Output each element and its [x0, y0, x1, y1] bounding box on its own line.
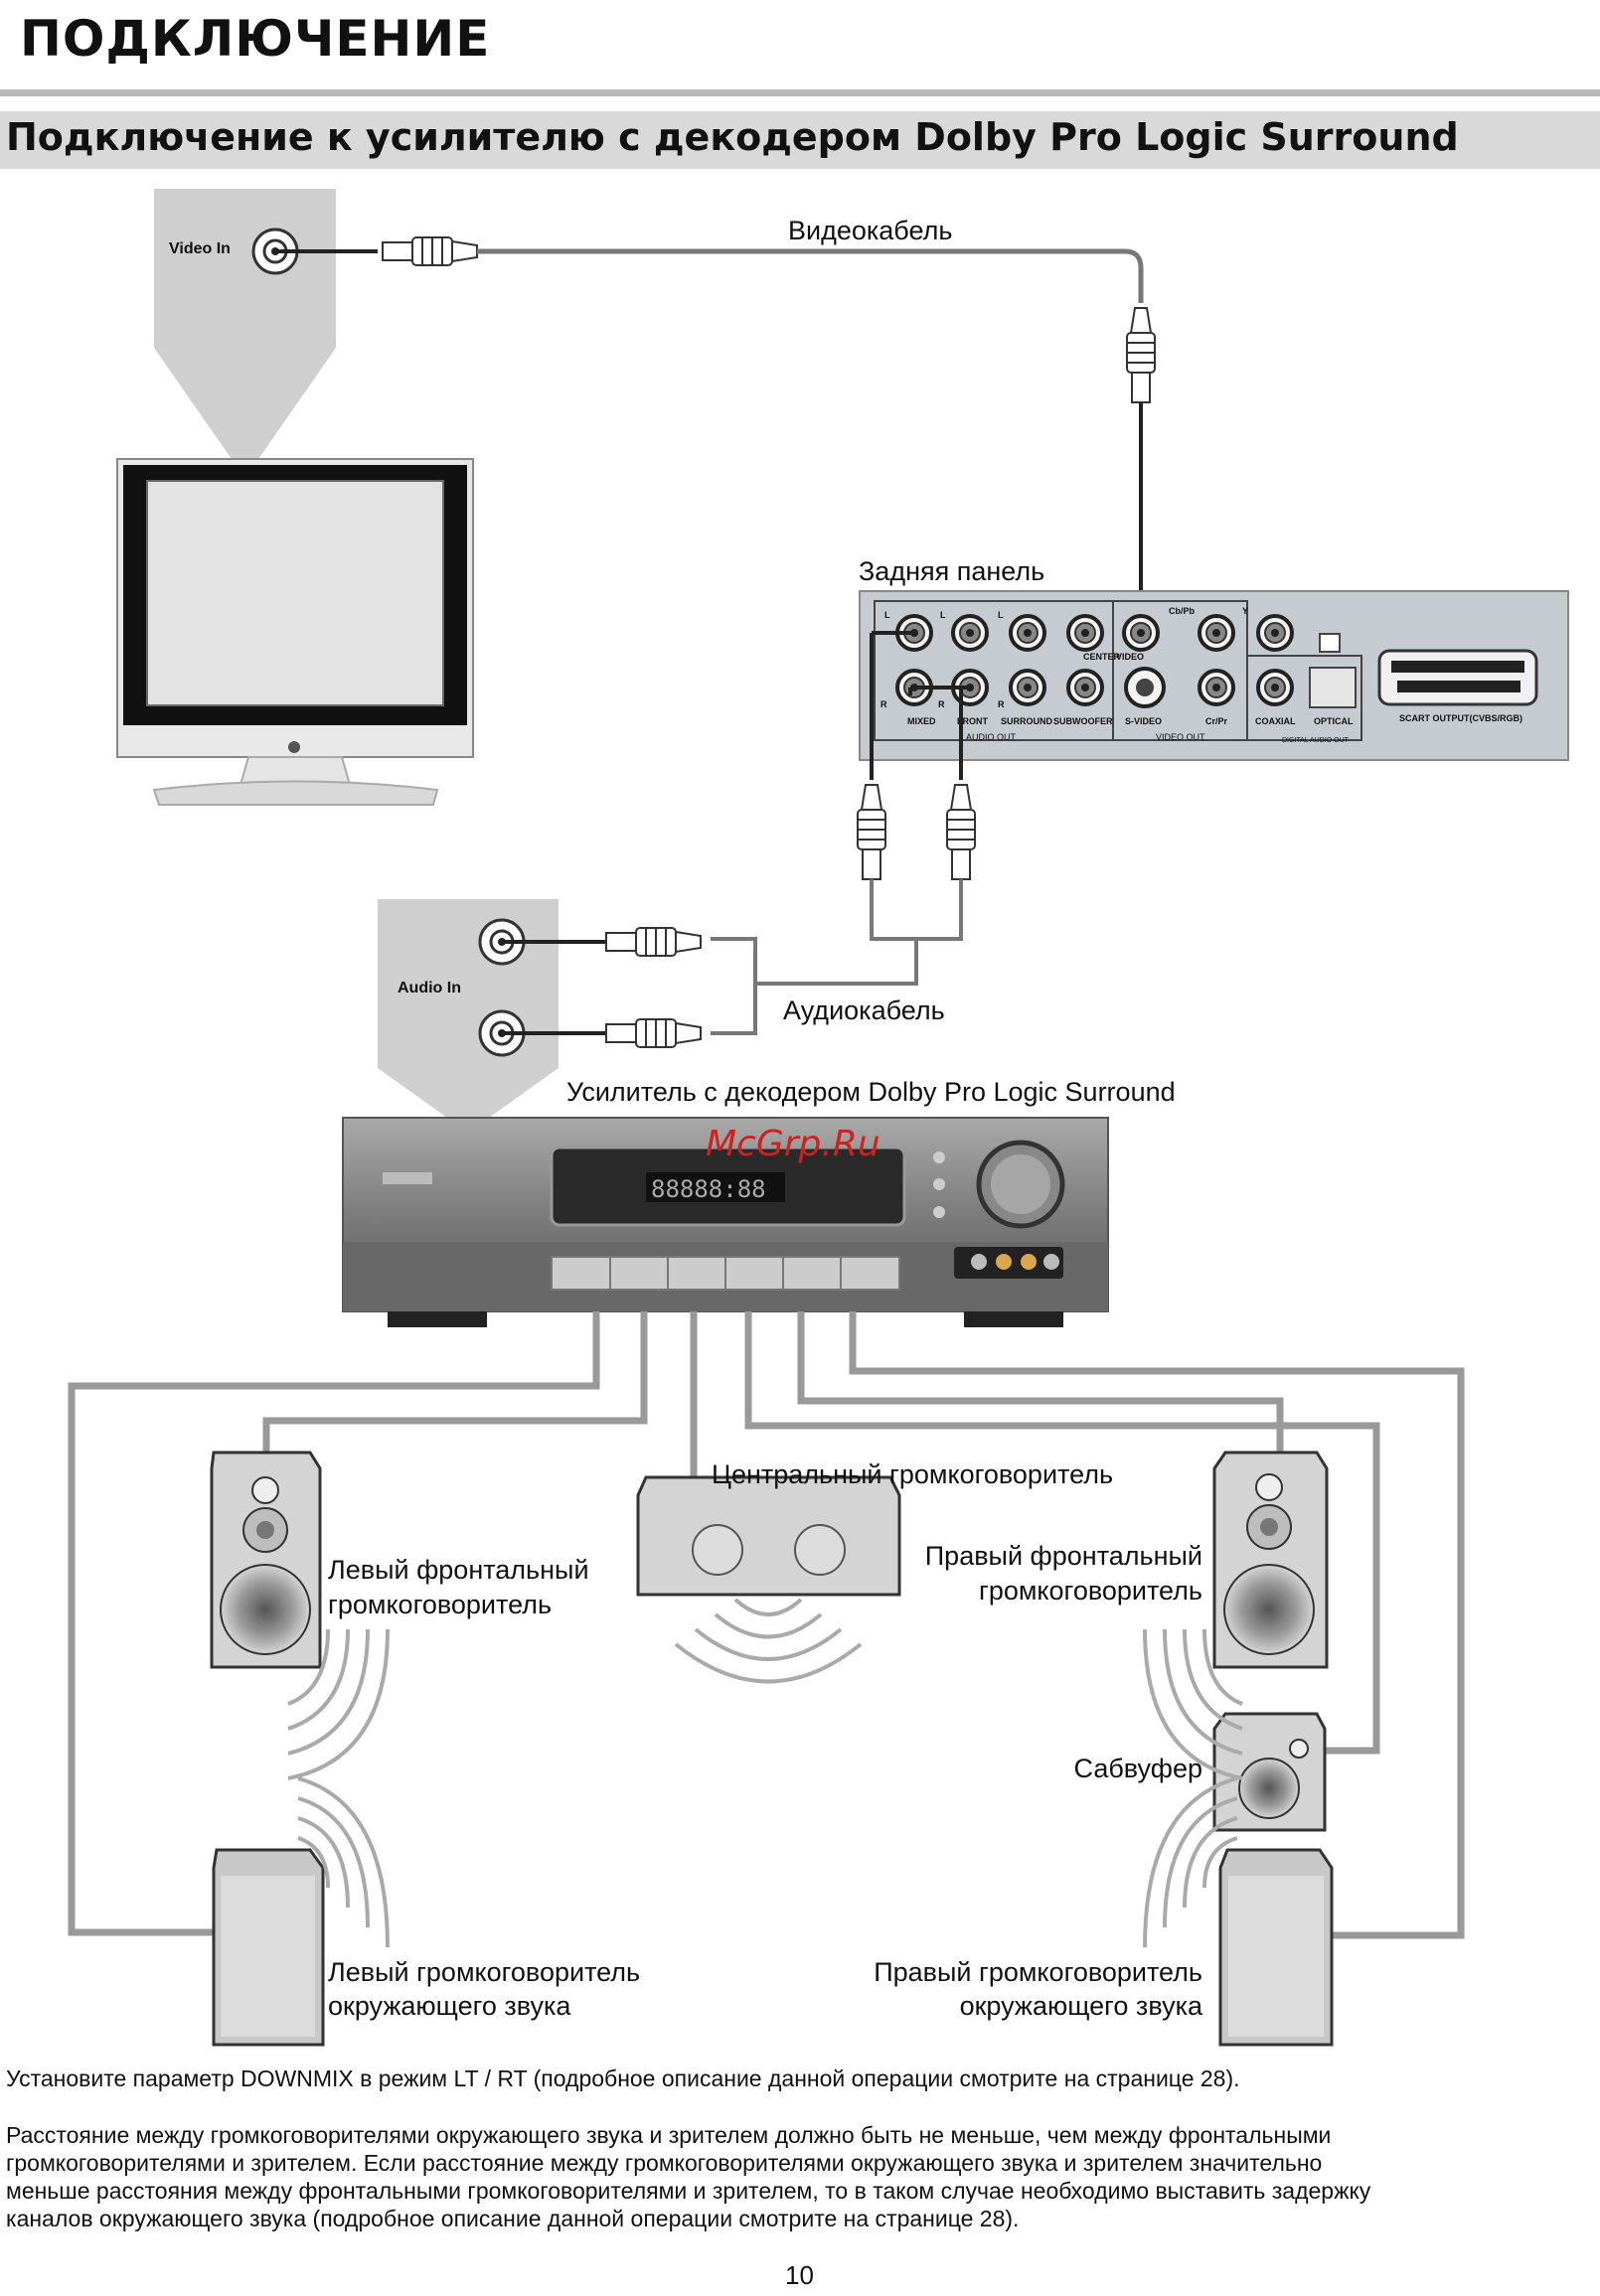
section-subtitle: Подключение к усилителю с декодером Dolb…	[6, 115, 1459, 159]
svg-text:Cb/Pb: Cb/Pb	[1169, 606, 1196, 616]
audio-in-label: Audio In	[398, 980, 461, 996]
svg-text:R: R	[938, 699, 945, 709]
subtitle-bar	[0, 111, 1600, 169]
left-surround-speaker-label-1: Левый громкоговоритель	[328, 1957, 641, 1987]
audio-cable	[711, 879, 963, 1035]
subwoofer-label: Сабвуфер	[1073, 1754, 1202, 1783]
watermark: McGrp.Ru	[706, 1124, 880, 1164]
right-front-speaker	[1212, 1451, 1329, 1669]
svg-text:MIXED: MIXED	[907, 716, 936, 726]
rear-panel-label: Задняя панель	[859, 556, 1045, 586]
optical-port	[1309, 667, 1357, 708]
svg-text:AUDIO OUT: AUDIO OUT	[966, 732, 1017, 742]
svg-text:CENTER: CENTER	[1083, 652, 1121, 662]
svg-text:FRONT: FRONT	[957, 716, 988, 726]
right-front-speaker-label-2: громкоговоритель	[978, 1576, 1202, 1606]
video-cable-plug	[382, 236, 478, 266]
svg-text:L: L	[884, 610, 890, 620]
distance-note-line-3: меньше расстояния между фронтальными гро…	[6, 2178, 1371, 2204]
title-rule	[0, 89, 1600, 96]
scart-port	[1377, 649, 1538, 706]
amplifier-label: Усилитель с декодером Dolby Pro Logic Su…	[566, 1077, 1176, 1107]
left-surround-speaker	[212, 1848, 325, 2047]
svg-text:COAXIAL: COAXIAL	[1255, 716, 1296, 726]
left-front-speaker-label-1: Левый фронтальный	[328, 1555, 589, 1585]
svg-text:Y: Y	[1242, 606, 1248, 616]
svg-text:SURROUND: SURROUND	[1001, 716, 1053, 726]
svg-text:OPTICAL: OPTICAL	[1314, 716, 1354, 726]
right-surround-speaker-label-2: окружающего звука	[959, 1991, 1202, 2021]
svg-text:S-VIDEO: S-VIDEO	[1125, 716, 1162, 726]
downmix-note: Установите параметр DOWNMIX в режим LT /…	[6, 2066, 1240, 2091]
tv-monitor	[116, 458, 474, 806]
right-surround-speaker	[1218, 1848, 1334, 2047]
video-cable-label: Видеокабель	[788, 216, 953, 245]
svg-text:L: L	[998, 610, 1004, 620]
audio-cable-label: Аудиокабель	[783, 995, 945, 1025]
svg-text:R: R	[880, 699, 887, 709]
left-front-speaker-label-2: громкоговоритель	[328, 1590, 553, 1619]
svg-text:88888:88: 88888:88	[651, 1175, 766, 1203]
distance-note-line-2: громкоговорителями и зрителем. Если расс…	[6, 2150, 1323, 2176]
video-cable	[477, 248, 1144, 303]
tv-input-callout	[154, 189, 336, 459]
center-speaker-label: Центральный громкоговоритель	[712, 1459, 1114, 1489]
amplifier-unit: 88888:88	[342, 1117, 1109, 1327]
right-front-speaker-label-1: Правый фронтальный	[924, 1541, 1202, 1571]
page-number: 10	[785, 2260, 814, 2290]
amp-input-callout	[378, 899, 559, 1123]
distance-note-line-4: каналов окружающего звука (подробное опи…	[6, 2206, 1020, 2231]
audio-cable-plug-left	[857, 784, 886, 880]
center-speaker	[636, 1475, 901, 1597]
video-in-label: Video In	[169, 240, 231, 257]
svg-text:SUBWOOFER: SUBWOOFER	[1053, 716, 1113, 726]
svg-text:R: R	[998, 699, 1005, 709]
svg-text:VIDEO: VIDEO	[1116, 652, 1144, 662]
svg-text:L: L	[940, 610, 946, 620]
distance-note-line-1: Расстояние между громкоговорителями окру…	[6, 2122, 1332, 2148]
rear-panel	[859, 590, 1569, 761]
subwoofer-speaker	[1212, 1712, 1327, 1832]
svg-text:SCART OUTPUT(CVBS/RGB): SCART OUTPUT(CVBS/RGB)	[1399, 713, 1522, 723]
page-title: ПОДКЛЮЧЕНИЕ	[20, 10, 491, 68]
svg-text:VIDEO OUT: VIDEO OUT	[1156, 732, 1205, 742]
left-surround-speaker-label-2: окружающего звука	[328, 1991, 571, 2021]
svg-text:Cr/Pr: Cr/Pr	[1205, 716, 1228, 726]
right-surround-speaker-label-1: Правый громкоговоритель	[874, 1957, 1202, 1987]
svg-text:DIGITAL AUDIO OUT: DIGITAL AUDIO OUT	[1282, 737, 1350, 744]
audio-cable-plug-right	[946, 784, 976, 880]
left-front-speaker	[210, 1451, 322, 1669]
video-cable-plug-vertical	[1126, 307, 1156, 403]
